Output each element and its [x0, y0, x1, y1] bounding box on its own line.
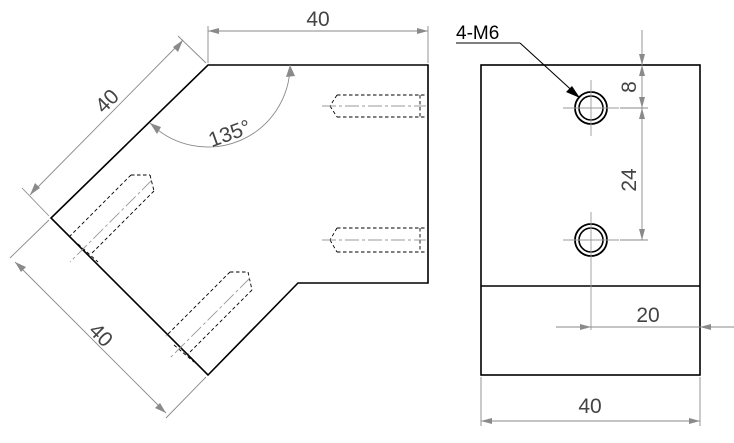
dimension-vertical-24-label: 24 [618, 168, 641, 192]
hole-callout-label: 4-M6 [456, 23, 499, 44]
dimension-horizontal-20-label: 20 [636, 304, 659, 327]
dimension-top-40-label: 40 [306, 8, 329, 31]
dimension-angle-135-label: 135° [205, 116, 254, 152]
dimension-horizontal-20 [556, 324, 734, 330]
dimension-vertical-8 [620, 30, 648, 240]
right-view-outline [480, 64, 701, 376]
tapped-hole-upper [563, 80, 619, 136]
hidden-hole-right-lower [322, 227, 426, 253]
dimension-top-40 [207, 26, 429, 63]
hole-callout-leader [456, 42, 580, 98]
dimension-angle-135 [149, 64, 295, 148]
dimension-diagonal-lower-40-label: 40 [84, 319, 117, 352]
tapped-hole-lower [563, 212, 619, 330]
left-view: 40 40 40 135° [9, 8, 429, 419]
right-view: 4-M6 8 24 20 [456, 23, 734, 426]
hidden-hole-diagonal-upper [69, 174, 155, 263]
dimension-vertical-24 [620, 108, 648, 241]
left-view-outline [49, 64, 429, 377]
dimension-diagonal-upper-40 [21, 35, 207, 217]
dimension-vertical-8-label: 8 [618, 81, 641, 93]
dimension-bottom-40 [480, 377, 701, 426]
dimension-bottom-40-label: 40 [578, 395, 601, 418]
hidden-hole-diagonal-lower [165, 271, 253, 363]
hidden-hole-right-upper [322, 94, 426, 118]
dimension-diagonal-upper-40-label: 40 [91, 85, 124, 118]
dimension-diagonal-lower-40 [9, 219, 207, 419]
